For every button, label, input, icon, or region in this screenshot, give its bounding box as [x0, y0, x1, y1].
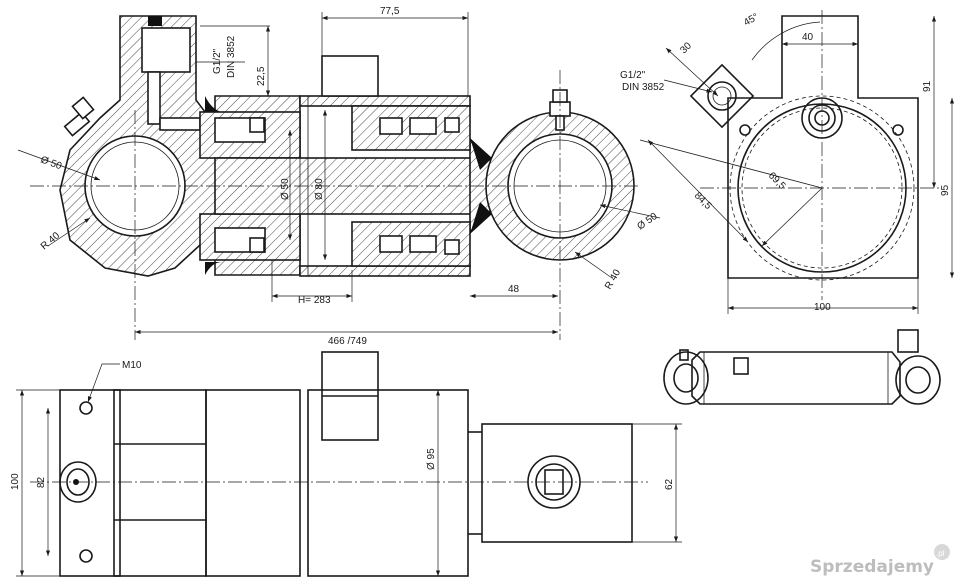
- bottom-rear-block: [59, 389, 121, 577]
- label-side-91: 91: [922, 80, 933, 92]
- gland-wiper-bottom: [444, 239, 460, 255]
- label-77-5: 77,5: [380, 6, 400, 17]
- iso-eye-right: [895, 355, 941, 405]
- weld-bottom: [205, 262, 222, 275]
- m10-hole-bottom: [79, 549, 93, 563]
- leader-phi50-left: [17, 149, 101, 181]
- iso-port-1: [733, 357, 749, 375]
- gland-wiper-top: [444, 117, 460, 133]
- iso-barrel: [691, 351, 901, 405]
- label-bottom-82: 82: [36, 476, 47, 488]
- bottom-rod-eye: [481, 423, 633, 543]
- label-22-5: 22,5: [256, 66, 267, 86]
- label-din-top: DIN 3852: [226, 35, 237, 78]
- label-side-84-5: 84,5: [692, 190, 714, 212]
- label-bottom-62: 62: [664, 478, 675, 490]
- watermark-brand: Sprzedajemy: [810, 557, 934, 577]
- leader-r40-left: [47, 217, 91, 247]
- label-phi50-rod: Ø 50: [280, 178, 291, 200]
- label-side-95: 95: [940, 184, 951, 196]
- label-phi50-left: Ø 50: [39, 154, 64, 172]
- piston-oring-top: [249, 117, 265, 133]
- label-side-40: 40: [802, 32, 814, 43]
- bottom-barrel-a: [205, 389, 301, 577]
- leader-m10: [87, 363, 120, 403]
- label-g12-top: G1/2": [212, 48, 223, 74]
- label-bottom-100: 100: [10, 473, 21, 490]
- label-r40-right: R 40: [603, 267, 623, 291]
- label-side-30: 30: [678, 40, 694, 56]
- label-m10: M10: [122, 360, 142, 371]
- label-phi50-right: Ø 50: [635, 211, 659, 233]
- dim-line-84-5: [647, 139, 749, 243]
- iso-nipple: [679, 349, 689, 361]
- gland-seal-1-bottom: [379, 235, 403, 253]
- label-bottom-phi95: Ø 95: [426, 448, 437, 470]
- label-side-g12: G1/2": [620, 70, 646, 81]
- bottom-barrel-b: [307, 389, 469, 577]
- leader-r40-right: [574, 251, 613, 279]
- rear-port-channel-h: [159, 117, 201, 131]
- weld-top: [205, 96, 222, 112]
- front-port-boss: [321, 55, 379, 97]
- iso-eye-left-bore: [673, 363, 699, 393]
- label-phi80: Ø 80: [314, 178, 325, 200]
- label-r40-left: R 40: [39, 230, 63, 252]
- rear-port-channel: [147, 71, 161, 125]
- iso-port-2: [897, 329, 919, 353]
- label-45deg: 45°: [742, 12, 761, 29]
- grease-nipple-left: [63, 96, 95, 137]
- weld-rod-top: [470, 138, 492, 170]
- bottom-rear-head: [113, 389, 207, 577]
- label-side-din: DIN 3852: [622, 82, 665, 93]
- label-side-69-5: 69,5: [766, 170, 788, 192]
- rear-port-boss: [141, 27, 191, 73]
- side-port: [689, 63, 755, 129]
- gland-seal-2-top: [409, 117, 437, 135]
- watermark-dot: [934, 544, 950, 560]
- bottom-break-lines: [299, 390, 309, 576]
- dim-line-30: [665, 47, 719, 97]
- dim-line-69-5: [761, 187, 823, 247]
- rear-port-plug: [148, 16, 162, 26]
- gland-seal-2-bottom: [409, 235, 437, 253]
- gland-seal-1-top: [379, 117, 403, 135]
- label-side-100: 100: [814, 302, 831, 313]
- barrel-wall-bottom: [299, 265, 471, 277]
- side-mount-hole-right: [892, 124, 904, 136]
- label-48: 48: [508, 284, 520, 295]
- side-view: 45° 30 40 91 95 84,5 69,5 100 G1/2" DIN …: [620, 10, 955, 314]
- side-axis-line: [639, 139, 823, 189]
- weld-rod-bottom: [470, 202, 492, 234]
- isometric-view: [663, 329, 941, 405]
- barrel-wall-top: [299, 95, 471, 107]
- label-h283: H= 283: [298, 295, 331, 306]
- leader-side-g12: [663, 79, 713, 93]
- bottom-view: M10 100 82 Ø 95 62: [10, 351, 682, 577]
- iso-eye-left: [663, 351, 709, 405]
- side-mount-hole-left: [739, 124, 751, 136]
- section-view: 77,5 G1/2" DIN 3852 22,5 Ø 50 Ø 80 Ø 50 …: [17, 6, 661, 347]
- watermark: Sprzedajemy .pl: [810, 544, 950, 577]
- piston-oring-bottom: [249, 237, 265, 253]
- m10-hole-top: [79, 401, 93, 415]
- iso-eye-right-bore: [905, 366, 931, 394]
- label-466-749: 466 /749: [328, 336, 367, 347]
- dim-arc-45: [751, 21, 821, 61]
- watermark-tld: .pl: [936, 549, 945, 558]
